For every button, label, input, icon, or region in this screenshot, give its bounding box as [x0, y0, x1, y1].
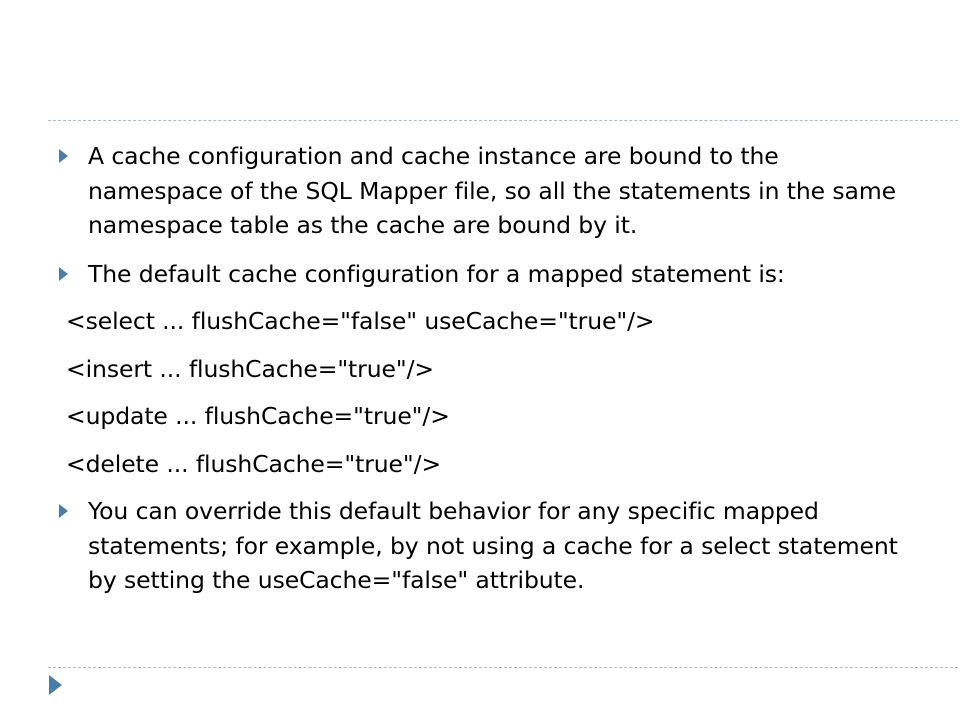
bullet-triangle-icon: [59, 504, 68, 518]
bullet-text: You can override this default behavior f…: [88, 497, 898, 594]
code-line-delete: <delete ... flushCache="true"/>: [66, 449, 442, 478]
bullet-item: A cache configuration and cache instance…: [52, 139, 912, 243]
footer-triangle-icon: [49, 675, 62, 695]
bottom-divider: [48, 667, 960, 668]
slide-content: A cache configuration and cache instance…: [52, 139, 912, 598]
code-line-insert: <insert ... flushCache="true"/>: [66, 354, 435, 383]
bullet-item: The default cache configuration for a ma…: [52, 257, 912, 292]
bullet-triangle-icon: [59, 266, 68, 281]
code-line-select: <select ... flushCache="false" useCache=…: [66, 307, 655, 335]
bullet-item: You can override this default behavior f…: [52, 494, 912, 598]
code-line-update: <update ... flushCache="true"/>: [66, 402, 450, 430]
bullet-triangle-icon: [59, 149, 68, 163]
bullet-text: The default cache configuration for a ma…: [88, 259, 785, 288]
top-divider: [48, 120, 960, 121]
bullet-text: A cache configuration and cache instance…: [88, 142, 896, 239]
